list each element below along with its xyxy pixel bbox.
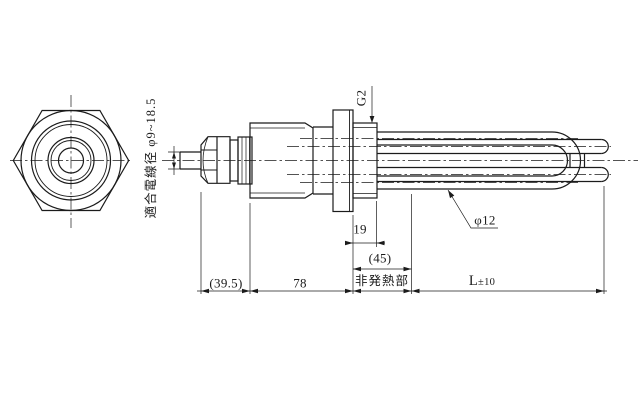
dim-gland-protrusion-label: (39.5) bbox=[209, 275, 243, 291]
side-view bbox=[162, 86, 638, 229]
dim-body-length-label: 78 bbox=[293, 275, 307, 291]
total-length-symbol: L bbox=[468, 272, 478, 289]
thread-spec-label: G2 bbox=[353, 89, 369, 107]
dimension-lines bbox=[197, 186, 607, 294]
total-length-tolerance: ±10 bbox=[478, 276, 496, 288]
tube-diameter-label: φ12 bbox=[474, 212, 496, 228]
total-length-label: L±10 bbox=[469, 274, 495, 289]
front-view bbox=[10, 95, 132, 228]
dim-unheated-length-label: (45) bbox=[368, 250, 392, 266]
cable-spec-label: 適合電線径 φ9~18.5 bbox=[143, 97, 158, 219]
unheated-section-label: 非発熱部 bbox=[354, 273, 410, 288]
dim-thread-length-label: 19 bbox=[353, 221, 367, 237]
